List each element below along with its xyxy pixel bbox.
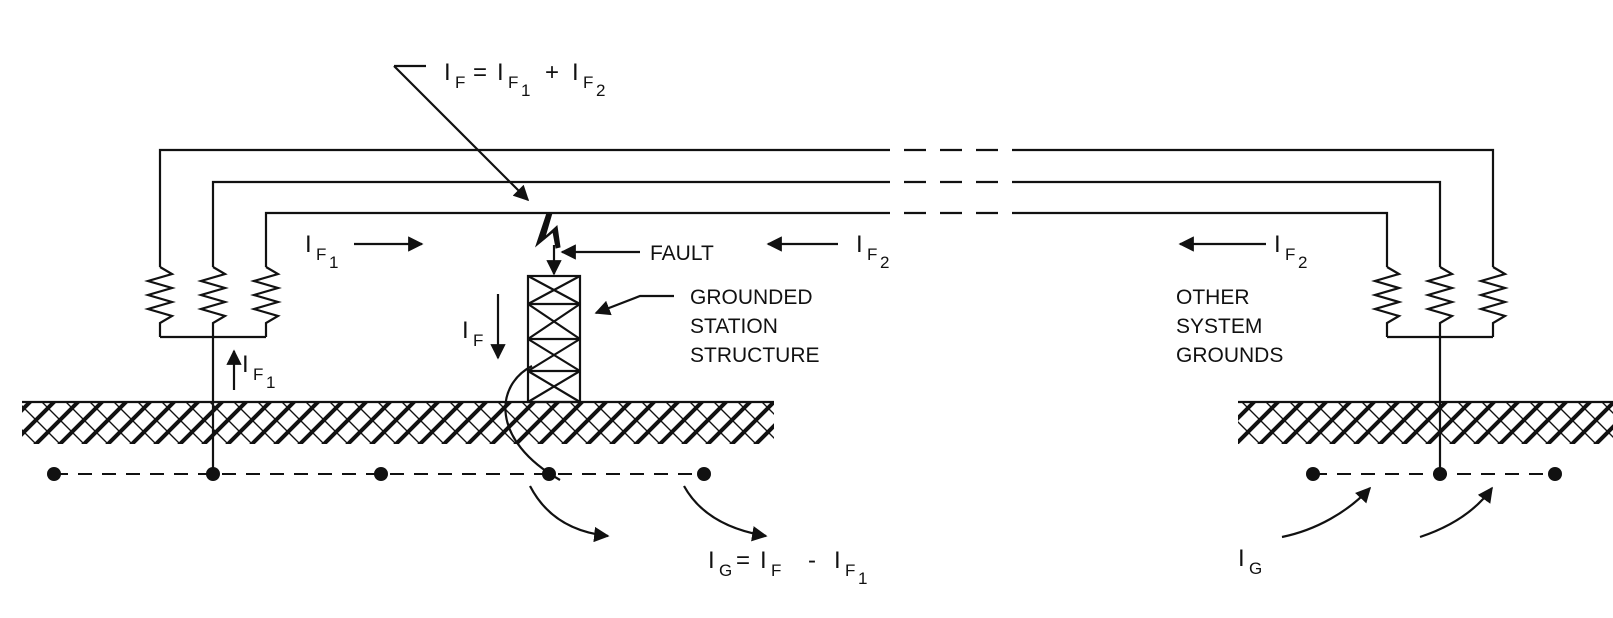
leader-arrow [393,65,530,202]
ground-rod [47,467,61,481]
ground-rod [206,467,220,481]
svg-text:-: - [808,547,816,574]
ground-rod [697,467,711,481]
ground-grid-left [47,467,711,481]
svg-text:+: + [545,59,559,86]
earth-ground-right [1238,402,1613,444]
transmission-line-middle [211,180,1442,267]
svg-text:F: F [508,73,518,92]
svg-text:I: I [572,59,579,86]
equation-bottom: I G = I F - I F 1 [708,547,867,588]
other-grounds-line-1: OTHER [1176,286,1250,309]
transmission-line-inner [264,211,1389,267]
svg-text:F: F [316,245,326,264]
label-ig: I G [1238,545,1262,578]
svg-text:F: F [473,331,483,350]
other-grounds-line-2: SYSTEM [1176,315,1262,338]
svg-text:G: G [719,561,732,580]
transformer-right [1371,266,1509,474]
transformer-left [144,266,282,474]
earth-ground-left [22,402,774,444]
ground-rod [1306,467,1320,481]
svg-text:I: I [444,59,451,86]
lightning-bolt-icon [534,212,561,249]
svg-text:I: I [242,351,249,378]
station-label-line-1: GROUNDED [690,286,813,309]
ground-rod [1433,467,1447,481]
svg-text:2: 2 [880,253,889,272]
station-structure [526,245,582,404]
ig-arrow-1 [529,485,610,543]
label-if1-top: I F 1 [305,231,338,272]
ig-arrow-4 [1419,486,1493,539]
svg-text:F: F [867,245,877,264]
current-path-curve [504,365,561,481]
label-if1-low: I F 1 [242,351,275,392]
svg-text:=: = [736,547,750,574]
fault-label: FAULT [650,242,714,265]
svg-text:=: = [473,59,487,86]
svg-text:I: I [760,547,767,574]
svg-text:I: I [1238,545,1245,572]
ig-arrow-2 [683,485,768,542]
svg-text:F: F [253,365,263,384]
svg-text:I: I [305,231,312,258]
station-label-line-2: STATION [690,315,778,338]
svg-text:2: 2 [1298,253,1307,272]
svg-text:I: I [1274,231,1281,258]
svg-text:F: F [771,561,781,580]
svg-text:F: F [583,73,593,92]
svg-text:F: F [845,561,855,580]
other-grounds-line-3: GROUNDS [1176,344,1283,367]
ground-grid-right [1306,467,1562,481]
ground-rod [374,467,388,481]
station-pointer-arrow [594,294,674,316]
svg-text:I: I [834,547,841,574]
equation-top: I F = I F 1 + I F 2 [444,59,605,100]
svg-text:1: 1 [266,373,275,392]
svg-text:I: I [497,59,504,86]
svg-text:I: I [856,231,863,258]
svg-text:2: 2 [596,81,605,100]
ig-arrow-3 [1281,486,1372,539]
svg-text:G: G [1249,559,1262,578]
svg-text:1: 1 [521,81,530,100]
ground-rod [1548,467,1562,481]
svg-text:1: 1 [329,253,338,272]
label-if2-right: I F 2 [1274,231,1307,272]
svg-text:F: F [1285,245,1295,264]
label-if2-mid: I F 2 [856,231,889,272]
transmission-line-outer [158,148,1495,267]
label-if: I F [462,317,483,350]
svg-text:1: 1 [858,569,867,588]
svg-text:I: I [462,317,469,344]
station-label-line-3: STRUCTURE [690,344,820,367]
svg-text:I: I [708,547,715,574]
svg-text:F: F [455,73,465,92]
